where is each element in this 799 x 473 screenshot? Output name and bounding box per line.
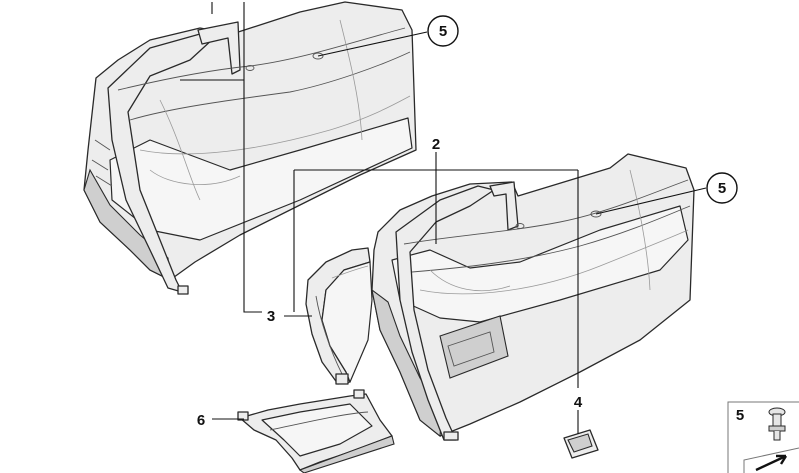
leader-lines [180, 2, 707, 434]
callout-6-label: 6 [197, 412, 205, 429]
callout-6: 6 [197, 412, 205, 429]
callout-5-top-label: 5 [439, 23, 447, 40]
legend-5-label: 5 [736, 407, 744, 424]
arrow-icon [755, 454, 788, 472]
callout-4-label: 4 [574, 394, 583, 411]
callout-2: 2 [432, 136, 440, 153]
right-trunk-trim-panel[interactable] [371, 153, 695, 441]
callout-5-right-label: 5 [718, 180, 726, 197]
callout-3-label: 3 [267, 308, 275, 325]
callout-5-right: 5 [706, 172, 738, 204]
part-6-floor-trim[interactable] [237, 389, 395, 473]
push-rivet-icon [768, 407, 786, 441]
part-4-cover-cap[interactable] [563, 429, 599, 459]
callout-2-label: 2 [432, 136, 440, 153]
part-3-trim-strip[interactable] [305, 247, 373, 385]
callout-5-top: 5 [427, 15, 459, 47]
callout-3: 3 [267, 308, 275, 325]
legend-box-part-5: 5 [727, 401, 799, 473]
left-trunk-trim-panel[interactable] [83, 1, 417, 295]
callout-4: 4 [574, 394, 583, 411]
